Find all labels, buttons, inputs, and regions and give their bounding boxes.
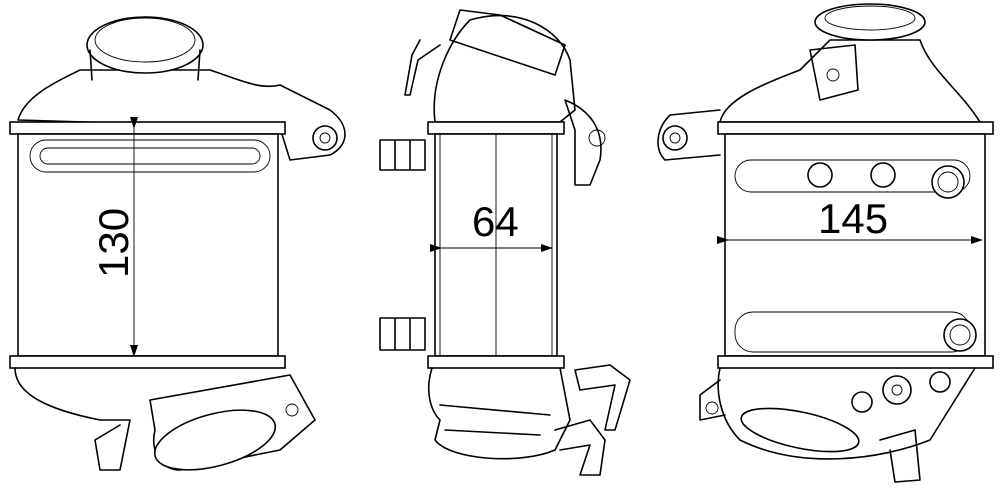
width-dimension-label: 145 bbox=[818, 195, 888, 242]
front-view: 130 bbox=[9, 16, 346, 471]
depth-dimension-label: 64 bbox=[472, 198, 519, 245]
height-dimension-label: 130 bbox=[90, 208, 137, 278]
side-view: 64 bbox=[379, 9, 631, 476]
rear-view: 145 bbox=[657, 3, 994, 483]
